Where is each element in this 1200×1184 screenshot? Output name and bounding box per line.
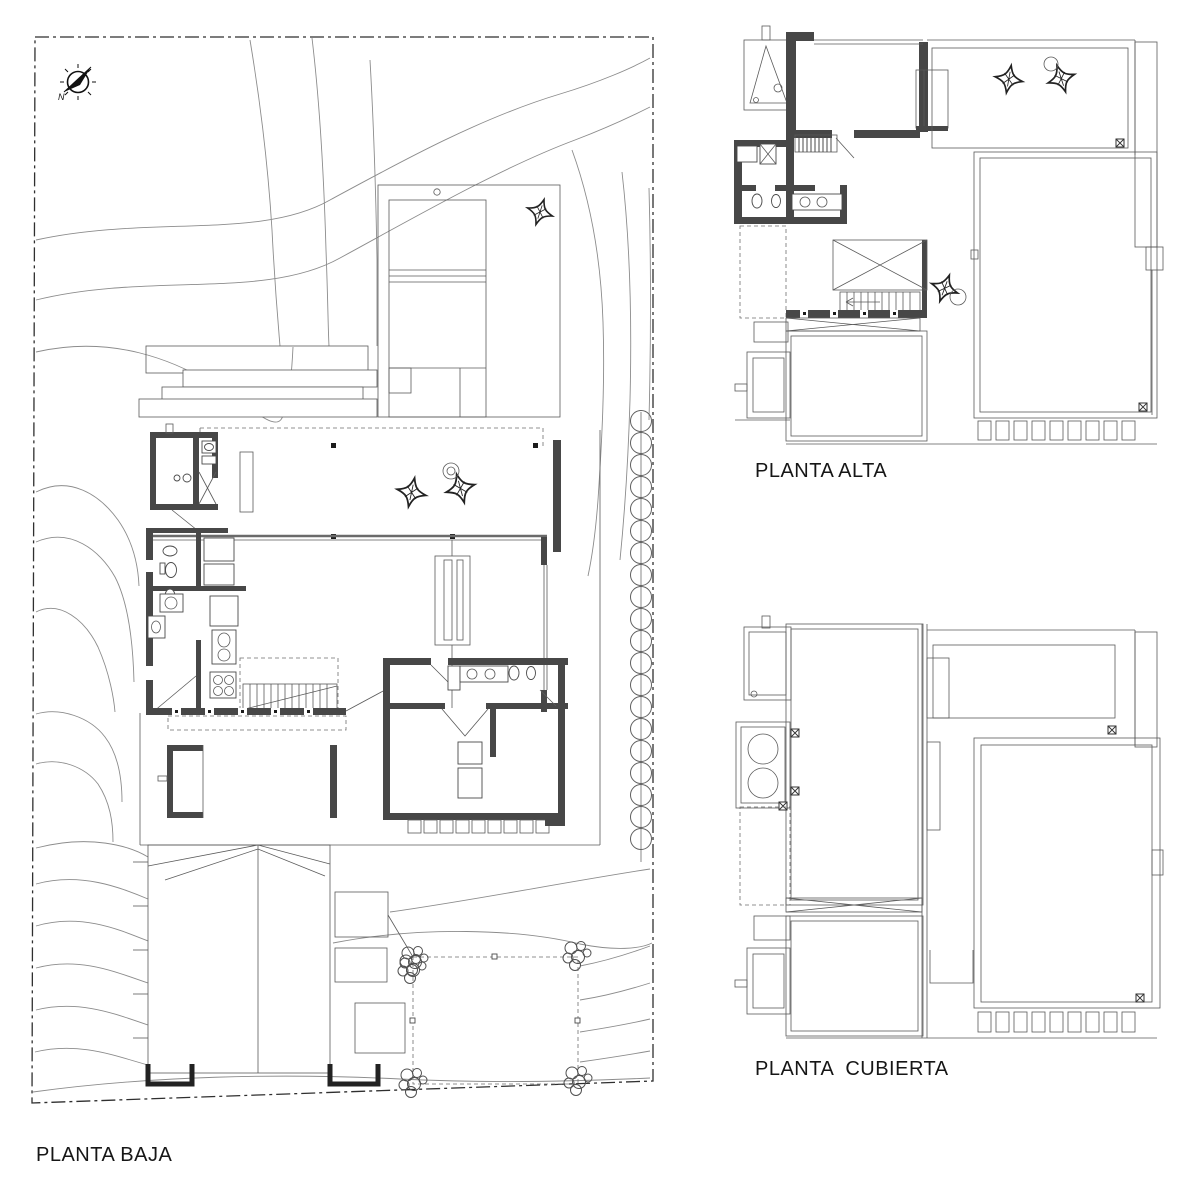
- planta-baja-label: PLANTA BAJA: [36, 1144, 173, 1166]
- skylight-box: [743, 39, 792, 111]
- roof-drain-icon: [1107, 725, 1117, 735]
- plant-icon: [522, 194, 558, 230]
- upper-terrace: [927, 39, 1164, 415]
- terrace-steps: [138, 345, 378, 418]
- stairs: [239, 657, 339, 713]
- fireplace: [434, 540, 471, 708]
- garden-steps: [334, 891, 427, 1054]
- plant-icon: [393, 474, 430, 511]
- site-boundary: [31, 36, 654, 1104]
- roof-drain-icon: [1115, 138, 1125, 148]
- tree-row: [630, 410, 652, 862]
- garage: [377, 184, 561, 418]
- garden-plot: [398, 941, 593, 1098]
- kitchen: [147, 593, 239, 713]
- plant-icon: [991, 62, 1026, 97]
- plant-icon: [926, 269, 964, 307]
- bush-cluster-icon: [562, 941, 592, 971]
- planta-baja-building: [139, 423, 601, 846]
- planta-cubierta-label: PLANTA CUBIERTA: [755, 1058, 949, 1080]
- bedroom-wing: [383, 658, 568, 834]
- upper-stairs: [839, 291, 921, 313]
- roof-drain-icon: [1135, 993, 1145, 1003]
- main-terrace: [970, 151, 1158, 441]
- bathroom: [146, 528, 246, 604]
- bush-cluster-icon: [399, 946, 429, 976]
- contour-lines: [32, 37, 653, 1093]
- double-height-void: [832, 239, 928, 291]
- chimney-block: [734, 947, 791, 1015]
- garden-wall: [330, 745, 337, 818]
- plant-icon: [1043, 60, 1080, 97]
- roof-drain-icon: [1138, 402, 1148, 412]
- driveway: [133, 844, 381, 1087]
- planta-cubierta-plan: [734, 615, 1164, 1039]
- planta-alta-label: PLANTA ALTA: [755, 460, 888, 482]
- north-arrow-icon: N: [58, 64, 96, 102]
- upper-stair-hatch: [794, 134, 838, 153]
- utility-room: [150, 423, 218, 531]
- chimney-block: [734, 351, 791, 419]
- south-wall: [146, 689, 386, 731]
- patio-planter: [157, 745, 204, 818]
- compass-n-label: N: [58, 92, 65, 102]
- roof-terrace: [973, 737, 1164, 1033]
- plant-icon: [441, 469, 480, 508]
- shelf: [239, 451, 254, 513]
- planta-alta-plan: [734, 25, 1164, 445]
- planta-baja-site: N: [31, 36, 654, 1104]
- skylight-domes: [735, 721, 800, 811]
